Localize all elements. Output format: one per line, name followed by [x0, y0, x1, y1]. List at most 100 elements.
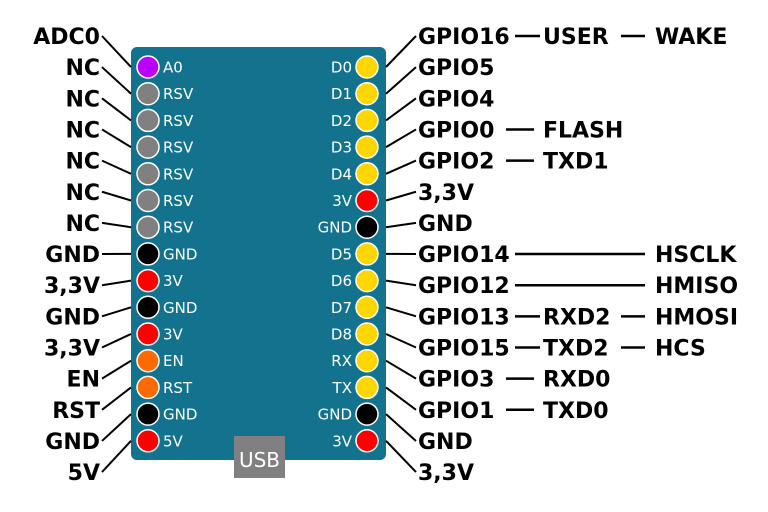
pin-label: D6	[331, 272, 352, 290]
pin-ground	[355, 402, 379, 426]
pin-label: 3V	[163, 326, 184, 344]
pin-digital	[355, 322, 379, 346]
leader-line	[385, 306, 417, 318]
leader-line	[385, 359, 417, 380]
pin-function-label: GPIO13	[418, 305, 510, 330]
pin-digital	[355, 55, 379, 79]
pin-label: GND	[318, 219, 352, 237]
alt-function-label: HMISO	[655, 274, 738, 299]
pin-reserved	[136, 215, 160, 239]
pin-digital	[355, 135, 379, 159]
alt-function-label: USER	[543, 25, 609, 50]
pin-function-label: GPIO15	[418, 337, 510, 362]
alt-function-label: RXD2	[543, 305, 610, 330]
pin-label: D7	[331, 299, 352, 317]
pin-label: D4	[331, 165, 352, 183]
pin-label: D2	[331, 112, 352, 130]
pin-label: D3	[331, 139, 352, 157]
pin-digital	[355, 295, 379, 320]
pin-function-label: GPIO3	[418, 368, 494, 393]
pin-power	[355, 188, 379, 213]
leader-line	[385, 413, 417, 442]
pin-function-label: GPIO2	[418, 150, 494, 175]
pin-ground	[355, 215, 379, 239]
leader-line	[101, 440, 132, 473]
pin-function-label: 5V	[68, 461, 100, 486]
board	[131, 47, 386, 460]
alt-function-label: FLASH	[543, 118, 623, 143]
leader-line	[101, 97, 132, 122]
pin-reserved	[136, 81, 160, 106]
pin-label: D8	[331, 326, 352, 344]
usb-label: USB	[239, 448, 280, 472]
pin-function-label: GND	[45, 430, 100, 455]
pin-label: D5	[331, 245, 352, 263]
pin-label: GND	[163, 299, 197, 317]
pin-analog	[136, 55, 160, 79]
leader-line	[101, 279, 132, 287]
pin-function-label: RST	[52, 399, 100, 424]
pin-function-label: GPIO1	[418, 399, 494, 424]
leader-line	[101, 128, 132, 148]
leader-line	[385, 386, 417, 411]
pin-function-label: GPIO12	[418, 274, 510, 299]
pin-function-label: NC	[65, 150, 100, 175]
alt-function-label: TXD1	[543, 150, 609, 175]
leader-line	[385, 35, 417, 68]
pin-digital	[355, 162, 379, 186]
pin-label: RSV	[163, 219, 194, 237]
pin-label: RST	[163, 379, 193, 397]
pin-label: A0	[163, 59, 183, 77]
pin-function-label: GND	[418, 212, 473, 237]
pin-label: RSV	[163, 139, 194, 157]
pin-function-label: NC	[65, 212, 100, 237]
leader-line	[101, 35, 132, 68]
leader-line	[385, 190, 417, 202]
leader-line	[101, 66, 132, 95]
pin-digital	[355, 268, 379, 293]
leader-line	[101, 413, 132, 442]
pin-function-label: GND	[418, 430, 473, 455]
pin-function-label: GND	[45, 305, 100, 330]
pin-label: TX	[332, 379, 352, 397]
pin-function-label: NC	[65, 87, 100, 112]
alt-function-label: HMOSI	[655, 305, 738, 330]
alt-function-label: HSCLK	[655, 243, 737, 268]
leader-line	[101, 306, 132, 318]
pin-function-label: NC	[65, 56, 100, 81]
leader-line	[385, 333, 417, 349]
pin-ground	[136, 242, 160, 266]
pin-control	[136, 348, 160, 373]
alt-function-label: TXD2	[543, 337, 609, 362]
leader-line	[101, 386, 132, 411]
pin-ground	[136, 295, 160, 320]
pin-function-label: 3,3V	[44, 274, 100, 299]
leader-line	[101, 190, 132, 202]
pin-label: GND	[318, 406, 352, 424]
pin-label: GND	[163, 406, 197, 424]
pin-label: RX	[331, 352, 352, 370]
pin-label: 5V	[163, 432, 184, 450]
pin-power	[136, 429, 160, 453]
pin-ground	[136, 402, 160, 426]
pin-function-label: 3,3V	[44, 337, 100, 362]
leader-line	[385, 221, 417, 229]
pin-label: RSV	[163, 85, 194, 103]
pin-label: EN	[163, 352, 184, 370]
pin-label: 3V	[332, 432, 353, 450]
pin-function-label: GPIO0	[418, 118, 494, 143]
leader-line	[101, 221, 132, 229]
pin-function-label: GPIO16	[418, 25, 510, 50]
pin-function-label: GPIO14	[418, 243, 510, 268]
pin-digital	[355, 81, 379, 106]
pin-reserved	[136, 135, 160, 159]
usb-connector	[234, 436, 285, 478]
pin-function-label: NC	[65, 118, 100, 143]
pin-function-label: GPIO4	[418, 87, 494, 112]
leader-line	[385, 159, 417, 175]
pin-power	[136, 322, 160, 346]
leader-line	[385, 440, 417, 473]
pin-reserved	[136, 108, 160, 133]
leader-line	[101, 159, 132, 175]
